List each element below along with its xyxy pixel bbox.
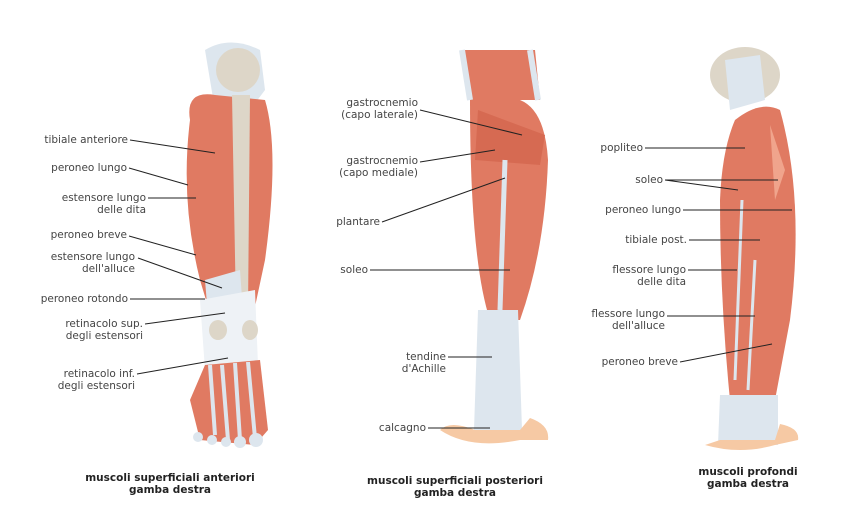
label-soleo: soleo	[340, 264, 368, 276]
label-tibiale-anteriore: tibiale anteriore	[44, 134, 128, 146]
posterior-leg-illustration	[440, 49, 549, 444]
label-peroneo-rotondo: peroneo rotondo	[40, 293, 128, 305]
label-peroneo-lungo: peroneo lungo	[51, 162, 127, 174]
deep-leg-illustration	[705, 47, 799, 450]
leader-lines	[128, 109, 792, 429]
label-peroneo-lungo-deep: peroneo lungo	[605, 204, 681, 216]
label-retinacolo-sup: retinacolo sup.degli estensori	[65, 318, 143, 342]
label-gastrocnemio-laterale: gastrocnemio(capo laterale)	[341, 97, 418, 121]
label-tibiale-post: tibiale post.	[625, 234, 687, 246]
label-gastrocnemio-mediale: gastrocnemio(capo mediale)	[339, 155, 418, 179]
label-retinacolo-inf: retinacolo inf.degli estensori	[57, 368, 135, 392]
label-plantare: plantare	[336, 216, 380, 228]
label-popliteo: popliteo	[600, 142, 643, 154]
label-calcagno: calcagno	[378, 422, 426, 434]
anterior-leg-illustration	[186, 42, 273, 448]
label-soleo-deep: soleo	[635, 174, 663, 186]
label-peroneo-breve-deep: peroneo breve	[601, 356, 678, 368]
label-peroneo-breve: peroneo breve	[50, 229, 127, 241]
